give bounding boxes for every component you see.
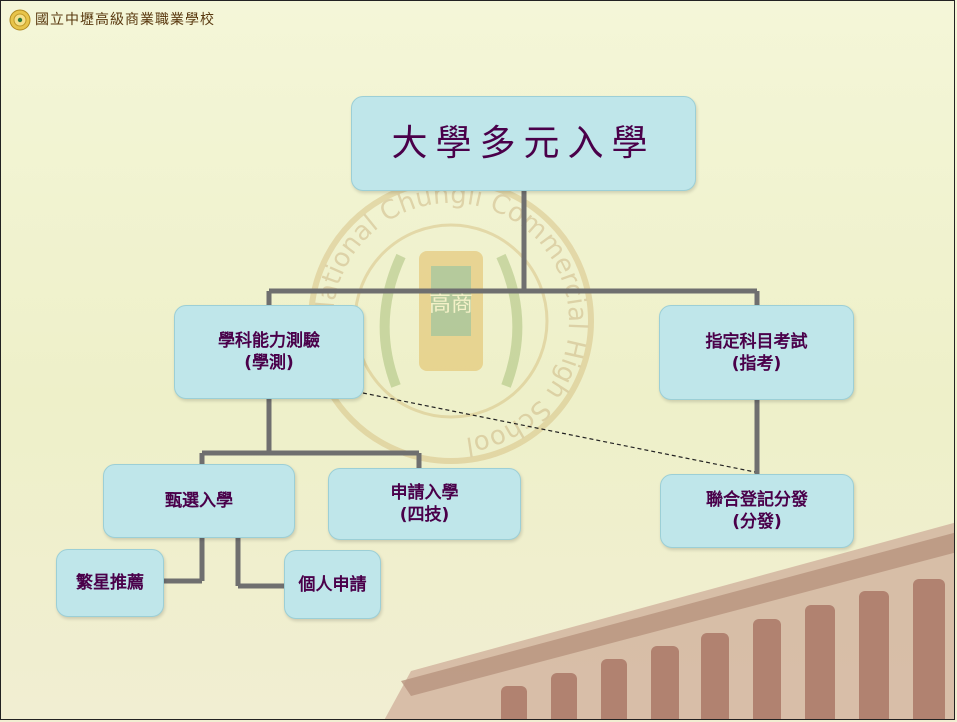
node-star-plan: 繁星推薦 [56, 549, 164, 617]
school-name: 國立中壢高級商業職業學校 [35, 12, 215, 28]
node-star-plan-label: 繁星推薦 [76, 573, 144, 593]
node-selection-label: 甄選入學 [165, 491, 233, 511]
node-gsat-line2: (學測) [244, 353, 294, 373]
node-application-line1: 申請入學 [390, 483, 459, 503]
node-allocation: 聯合登記分發 (分發) [660, 474, 854, 548]
node-application-line2: (四技) [399, 505, 450, 525]
node-allocation-line2: (分發) [732, 512, 782, 532]
node-multi-channel-admission-label: 大學多元入學 [391, 122, 656, 164]
emblem-center-text: 高商 [429, 292, 473, 317]
node-personal-application: 個人申請 [284, 550, 381, 619]
node-application: 申請入學 (四技) [328, 468, 521, 540]
school-logo-icon [9, 9, 31, 31]
node-multi-channel-admission: 大學多元入學 [351, 96, 696, 191]
school-building-illustration [384, 522, 954, 719]
node-allocation-line1: 聯合登記分發 [706, 490, 808, 510]
node-ast-line1: 指定科目考試 [705, 331, 808, 352]
node-gsat-line1: 學科能力測驗 [218, 331, 320, 351]
node-gsat: 學科能力測驗 (學測) [174, 305, 364, 399]
node-personal-application-label: 個人申請 [298, 574, 367, 595]
node-ast-line2: (指考) [731, 353, 782, 374]
node-selection: 甄選入學 [103, 464, 295, 538]
node-ast: 指定科目考試 (指考) [659, 305, 854, 400]
